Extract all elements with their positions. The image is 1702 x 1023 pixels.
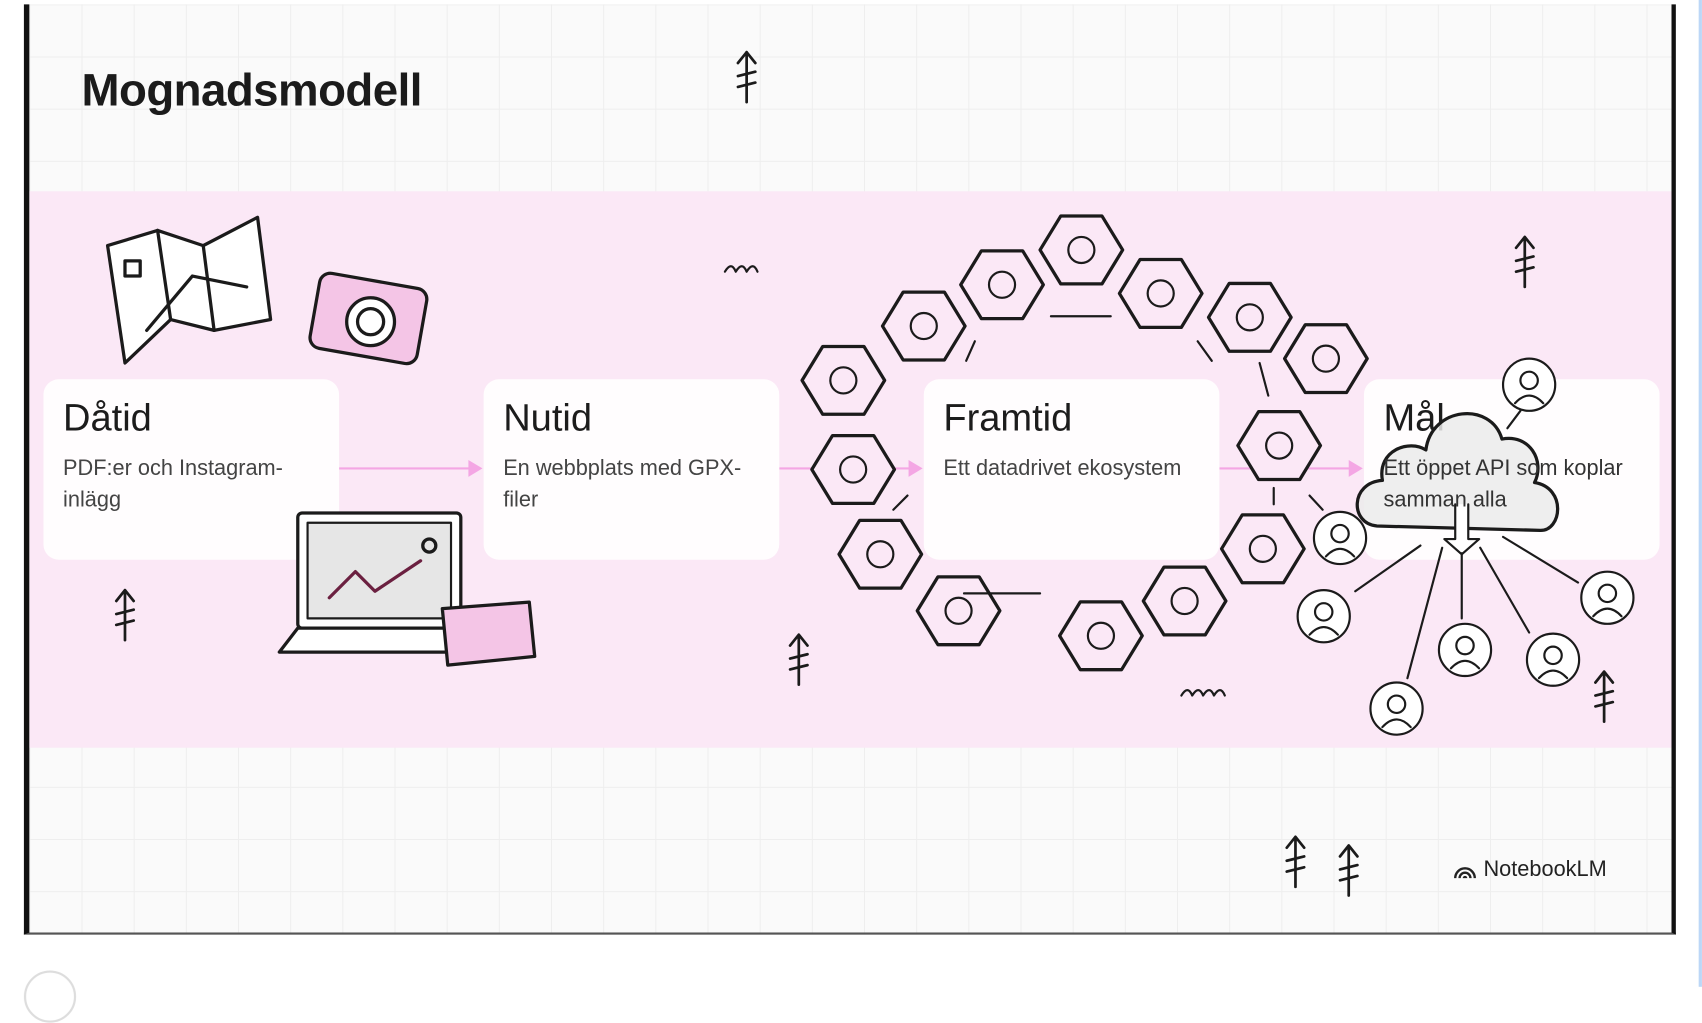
- network-hexagon-icon: [959, 249, 1045, 321]
- guide-hexagon-icon: [1141, 565, 1228, 637]
- people-exchange-hexagon-icon: [915, 575, 1002, 647]
- family-glyph: [1146, 279, 1175, 308]
- slide-title: Mognadsmodell: [81, 64, 423, 116]
- help-button[interactable]: [23, 970, 77, 1023]
- dashboard-hexagon-icon: [1236, 410, 1323, 482]
- badge-hexagon-icon: [880, 290, 967, 362]
- ranger-hat-hexagon-icon: [1282, 323, 1369, 395]
- family-hexagon-icon: [1117, 257, 1204, 329]
- climbing-glyph: [866, 540, 895, 569]
- stage-text: PDF:er och Instagram-inlägg: [63, 456, 283, 512]
- person-avatar-icon: [1580, 570, 1635, 625]
- dashboard-glyph: [1265, 431, 1294, 460]
- notebooklm-brand: NotebookLM: [1453, 857, 1607, 882]
- person-avatar-icon: [1312, 510, 1368, 566]
- community-hexagon-icon: [1219, 513, 1306, 585]
- people-exchange-glyph: [944, 596, 973, 625]
- ranger-hat-glyph: [1311, 344, 1341, 373]
- stage-text: En webbplats med GPX-filer: [503, 456, 742, 512]
- slide: Mognadsmodell Dåtid PDF:er och Instagram…: [23, 4, 1676, 935]
- stage-text: Ett öppet API som koplar samman alla: [1383, 456, 1623, 512]
- tree-icon: [736, 50, 757, 104]
- brand-label: NotebookLM: [1483, 857, 1607, 882]
- tree-icon: [1285, 835, 1306, 889]
- stage-card-nutid: Nutid En webbplats med GPX-filer: [483, 379, 780, 560]
- folder-icon: [440, 600, 537, 667]
- community-glyph: [1248, 534, 1277, 563]
- illustrations: [105, 50, 1635, 897]
- person-avatar-icon: [1525, 632, 1581, 687]
- tree-icon: [1514, 235, 1535, 289]
- face-glyph: [839, 455, 868, 484]
- camera-icon: [308, 271, 429, 366]
- stage-text: Ett datadrivet ekosystem: [943, 456, 1182, 481]
- network-glyph: [987, 270, 1017, 299]
- folded-map-icon: [105, 215, 273, 365]
- notebooklm-logo-icon: [1454, 866, 1476, 879]
- cloud-icon: [1355, 412, 1560, 556]
- person-avatar-icon: [1437, 622, 1493, 678]
- laptop-map-icon: [277, 511, 537, 667]
- face-hexagon-icon: [810, 433, 897, 506]
- scrollbar[interactable]: [1698, 0, 1702, 987]
- guide-glyph: [1170, 586, 1199, 616]
- tree-icon: [1338, 844, 1359, 897]
- tree-icon: [1594, 670, 1615, 723]
- tree-icon: [788, 633, 809, 687]
- upload-hexagon-icon: [1038, 214, 1125, 286]
- ranger-hat-hexagon-icon: [1206, 281, 1293, 353]
- tree-icon: [114, 588, 136, 642]
- person-avatar-icon: [1369, 681, 1424, 736]
- stage-card-framtid: Framtid Ett datadrivet ekosystem: [923, 379, 1220, 560]
- hiker-glyph: [829, 366, 858, 395]
- upload-glyph: [1067, 235, 1096, 265]
- person-avatar-icon: [1296, 589, 1351, 644]
- ranger-hat-glyph: [1235, 303, 1264, 332]
- badge-glyph: [909, 311, 938, 341]
- person-avatar-icon: [1501, 357, 1557, 412]
- climbing-hexagon-icon: [837, 518, 924, 590]
- stage-title: Framtid: [943, 396, 1073, 440]
- checkbox-hexagon-icon: [1057, 600, 1144, 672]
- checkbox-glyph: [1086, 621, 1116, 650]
- stage-title: Nutid: [503, 396, 593, 440]
- hiker-hexagon-icon: [800, 344, 887, 416]
- stage-card-datid: Dåtid PDF:er och Instagram-inlägg: [43, 379, 340, 560]
- stage-title: Dåtid: [63, 396, 152, 440]
